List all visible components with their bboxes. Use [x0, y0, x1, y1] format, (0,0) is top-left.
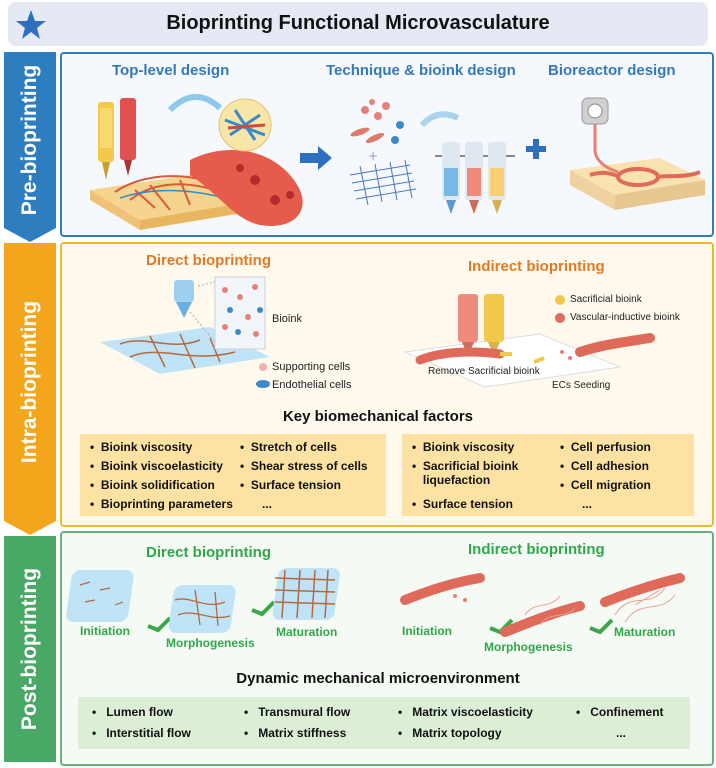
direct-initiation-label: Initiation: [80, 624, 130, 638]
env-col3: • Matrix viscoelasticity • Matrix topolo…: [398, 705, 533, 740]
env-item: Matrix viscoelasticity: [412, 705, 533, 719]
indirect-factors-col1: • Bioink viscosity • Sacrificial bioink …: [412, 440, 552, 516]
stage-arrow-pre: [4, 228, 56, 242]
vascular-bioink-label: Vascular-inductive bioink: [570, 312, 680, 323]
bioreactor-design-heading: Bioreactor design: [548, 62, 676, 79]
factor-item: Surface tension: [422, 497, 513, 511]
factor-item: ...: [262, 497, 273, 511]
endothelial-cells-label: Endothelial cells: [272, 379, 352, 391]
green-arrow-icon: [147, 616, 172, 633]
indirect-factors-col2: • Cell perfusion • Cell adhesion • Cell …: [560, 440, 651, 511]
indirect-factors-box: [402, 434, 694, 516]
indirect-maturation-label: Maturation: [614, 625, 676, 639]
factor-item: Bioink solidification: [100, 478, 215, 492]
supporting-cells-label: Supporting cells: [272, 361, 351, 373]
stage-pre-bioprinting: Pre-bioprinting: [4, 52, 56, 228]
factor-item: Bioink viscosity: [422, 440, 515, 454]
environment-factors-box: [78, 697, 690, 749]
indirect-print-illustration: [403, 294, 655, 388]
env-col1: • Lumen flow • Interstitial flow: [92, 705, 191, 740]
direct-factors-col1: • Bioink viscosity • Bioink viscoelastic…: [90, 440, 233, 511]
curved-arrow-icon: [419, 111, 460, 128]
direct-bioprinting-heading: Direct bioprinting: [146, 252, 271, 269]
indirect-maturation-illustration: [400, 573, 685, 637]
remove-sacrificial-label: Remove Sacrificial bioink: [428, 366, 540, 377]
direct-maturation-label: Maturation: [276, 625, 338, 639]
stage-post-bioprinting: Post-bioprinting: [4, 536, 56, 762]
env-item: Interstitial flow: [106, 726, 191, 740]
direct-factors-col2: • Stretch of cells • Shear stress of cel…: [240, 440, 368, 511]
env-item: Matrix topology: [412, 726, 502, 740]
factor-item: Bioink viscoelasticity: [100, 459, 223, 473]
env-item: Lumen flow: [106, 705, 173, 719]
intra-bioprinting-illustration: [100, 276, 655, 388]
post-direct-heading: Direct bioprinting: [146, 544, 271, 561]
env-col2: • Transmural flow • Matrix stiffness: [244, 705, 351, 740]
stage-arrow-intra: [4, 521, 56, 535]
title-bar: [8, 2, 708, 46]
environment-heading: Dynamic mechanical microenvironment: [236, 670, 520, 687]
syringe-pair-illustration: [98, 98, 136, 180]
direct-morphogenesis-label: Morphogenesis: [166, 636, 255, 650]
star-icon: [16, 10, 46, 39]
ecs-seeding-label: ECs Seeding: [552, 380, 611, 391]
indirect-bioprinting-heading: Indirect bioprinting: [468, 258, 605, 275]
stage-intra-bioprinting: Intra-bioprinting: [4, 243, 56, 521]
pre-bioprinting-illustration: +: [90, 94, 705, 230]
env-item: ...: [616, 726, 627, 740]
svg-text:+: +: [368, 149, 378, 163]
env-item: Transmural flow: [258, 705, 351, 719]
direct-print-illustration: [100, 276, 270, 388]
direct-maturation-illustration: [66, 568, 340, 633]
blood-vessel-illustration: [190, 98, 303, 226]
env-item: Confinement: [590, 705, 664, 719]
page-title: Bioprinting Functional Microvasculature: [166, 12, 550, 34]
curved-arrow-icon: [167, 94, 223, 113]
factor-item: Cell perfusion: [570, 440, 651, 454]
env-col4: • Confinement ...: [576, 705, 664, 740]
factor-item: Cell adhesion: [570, 459, 649, 473]
indirect-morphogenesis-label: Morphogenesis: [484, 640, 573, 654]
cells-illustration: +: [349, 99, 417, 206]
post-indirect-heading: Indirect bioprinting: [468, 541, 605, 558]
factor-item: Stretch of cells: [250, 440, 337, 454]
plus-icon: [526, 139, 546, 159]
sacrificial-bioink-label: Sacrificial bioink: [570, 294, 642, 305]
factor-item: Bioink viscosity: [100, 440, 193, 454]
bioink-syringes-illustration: [435, 142, 515, 214]
green-arrow-icon: [589, 618, 614, 635]
indirect-initiation-label: Initiation: [402, 624, 452, 638]
green-arrow-icon: [251, 600, 276, 617]
key-factors-heading: Key biomechanical factors: [282, 408, 474, 425]
bioreactor-illustration: [570, 97, 705, 210]
direct-factors-box: [80, 434, 386, 516]
factor-item: Sacrificial bioink liquefaction: [422, 459, 519, 487]
top-level-design-heading: Top-level design: [112, 62, 230, 79]
factor-item: Cell migration: [570, 478, 651, 492]
bioink-label: Bioink: [272, 313, 302, 325]
factor-item: ...: [582, 497, 593, 511]
env-item: Matrix stiffness: [258, 726, 347, 740]
factor-item: Bioprinting parameters: [100, 497, 233, 511]
post-bioprinting-illustration: [66, 568, 685, 637]
technique-design-heading: Technique & bioink design: [326, 62, 516, 79]
arrow-right-icon: [300, 146, 332, 170]
factor-item: Surface tension: [250, 478, 341, 492]
factor-item: Shear stress of cells: [250, 459, 368, 473]
